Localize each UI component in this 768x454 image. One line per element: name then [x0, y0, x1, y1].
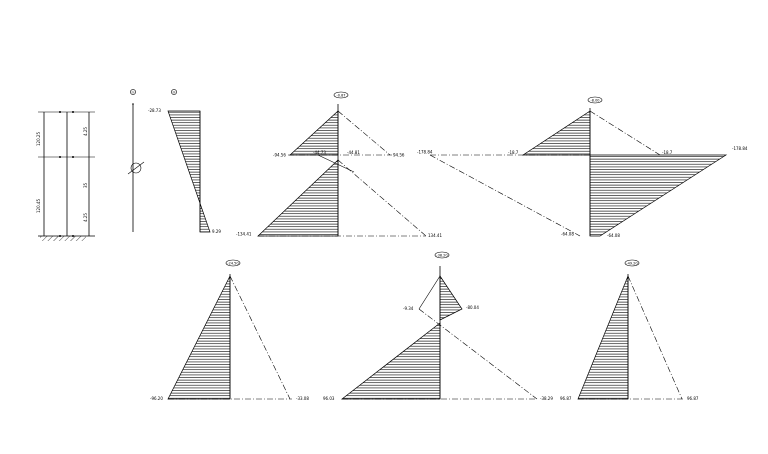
diagram-4-tag: -38.20	[436, 253, 447, 257]
diagram-2-tag: -8.00	[590, 98, 599, 102]
d4-upper-right: -80.04	[466, 305, 479, 310]
d4-left: 96.03	[323, 396, 335, 401]
diagram-3-tag: -24.50	[227, 261, 238, 265]
d5-right: 96.87	[687, 396, 699, 401]
frame-elevation: 120.25 120.45 4.25 35 4.25	[36, 111, 95, 241]
small-bottom-value: 9.29	[212, 229, 221, 234]
small-top-value: -28.73	[148, 108, 161, 113]
story-label-bottom: 120.45	[36, 199, 41, 213]
moment-diagram-1: -0.87 -94.56 -44.73 -44.81 94.56 -134.41…	[236, 91, 442, 238]
d1-upper-mid-right: -44.81	[347, 150, 360, 155]
moment-diagram-4: -38.20 -9.34 -80.04 96.03 -38.29	[323, 251, 553, 401]
column-marker-a: ①	[131, 91, 134, 95]
d2-mid-left: -18.7	[508, 150, 519, 155]
d2-right: -178.84	[732, 146, 748, 151]
right-label-mid: 35	[83, 182, 88, 188]
d3-left: -96.20	[150, 396, 163, 401]
d4-right: -38.29	[540, 396, 553, 401]
d1-upper-left: -94.56	[273, 153, 286, 158]
d1-lower-right: 134.41	[428, 233, 442, 238]
column-axis: ①	[127, 89, 145, 232]
d1-upper-mid-left: -44.73	[313, 150, 326, 155]
right-label-top: 4.25	[83, 127, 88, 136]
column-marker-b: ②	[172, 91, 175, 95]
diagram-5-tag: -49.20	[626, 261, 637, 265]
d2-bottom-left: -64.08	[561, 232, 574, 237]
d5-left: 96.87	[560, 396, 572, 401]
d2-bottom-right: -64.08	[607, 233, 620, 238]
diagram-1-tag: -0.87	[336, 93, 345, 97]
d1-upper-right: 94.56	[393, 153, 405, 158]
ground-hatch	[40, 236, 86, 241]
moment-diagram-2: -8.00 -178.84 -18.7 -18.7 -178.84 -64.08…	[417, 96, 748, 238]
d2-mid-right: -18.7	[662, 150, 673, 155]
d1-lower-left: -134.41	[236, 232, 252, 237]
d4-upper-left: -9.34	[403, 306, 414, 311]
d2-left: -178.84	[417, 150, 433, 155]
moment-diagram-3: -24.50 -96.20 -33.08	[150, 259, 309, 401]
inflection-icon	[130, 162, 142, 174]
story-label-top: 120.25	[36, 132, 41, 146]
right-label-bottom: 4.25	[83, 213, 88, 222]
moment-diagram-5: -49.20 96.87 96.87	[560, 259, 699, 401]
d3-right: -33.08	[296, 396, 309, 401]
small-moment-diagram: ② -28.73 9.29	[148, 89, 221, 234]
